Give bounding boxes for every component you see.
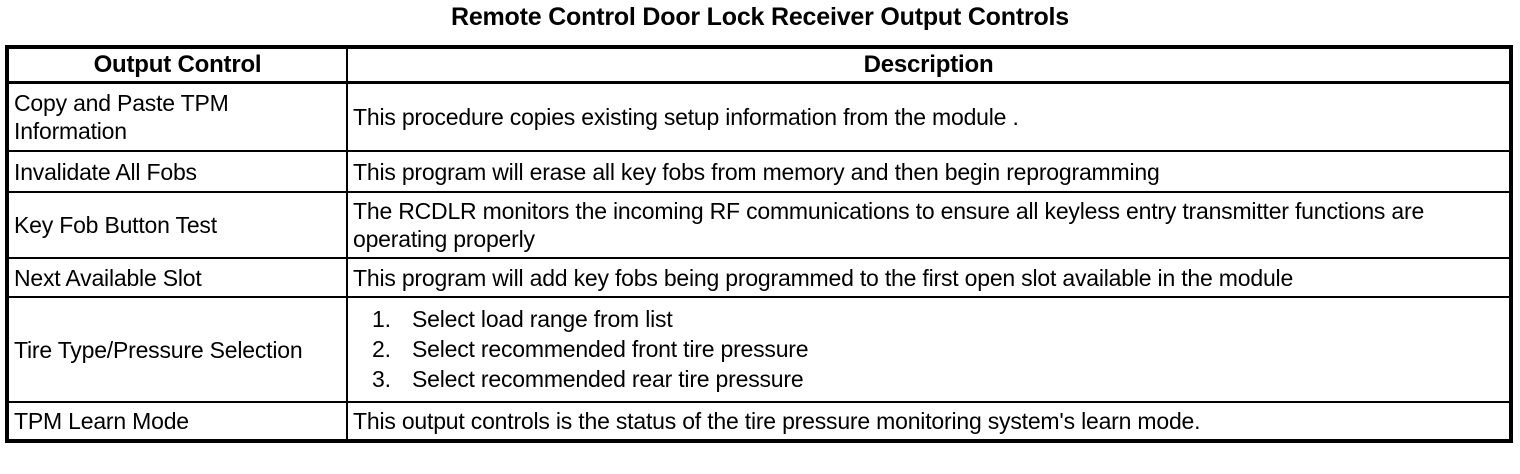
output-control-cell: TPM Learn Mode <box>6 401 348 442</box>
table-row: Tire Type/Pressure Selection 1. Select l… <box>6 296 1512 403</box>
header-row: Output Control Description <box>6 46 1512 84</box>
description-cell: 1. Select load range from list 2. Select… <box>346 296 1512 403</box>
list-number: 2. <box>372 336 391 362</box>
table-row: Key Fob Button Test The RCDLR monitors t… <box>6 191 1512 259</box>
list-text: Select recommended front tire pressure <box>412 336 809 362</box>
list-item: 3. Select recommended rear tire pressure <box>372 366 1503 393</box>
header-description: Description <box>346 46 1512 84</box>
description-cell: The RCDLR monitors the incoming RF commu… <box>346 191 1512 259</box>
output-control-cell: Key Fob Button Test <box>6 191 348 259</box>
list-number: 1. <box>372 306 391 332</box>
description-cell: This program will add key fobs being pro… <box>346 257 1512 298</box>
page-title: Remote Control Door Lock Receiver Output… <box>450 3 1070 31</box>
list-text: Select recommended rear tire pressure <box>412 366 804 392</box>
table-row: Next Available Slot This program will ad… <box>6 257 1512 298</box>
output-control-cell: Copy and Paste TPM Information <box>6 81 348 152</box>
output-controls-table: Output Control Description Copy and Past… <box>5 45 1513 443</box>
output-control-cell: Tire Type/Pressure Selection <box>6 296 348 403</box>
output-control-cell: Next Available Slot <box>6 257 348 298</box>
table-row: TPM Learn Mode This output controls is t… <box>6 401 1512 442</box>
description-cell: This output controls is the status of th… <box>346 401 1512 442</box>
list-item: 1. Select load range from list <box>372 306 1503 333</box>
description-cell: This program will erase all key fobs fro… <box>346 150 1512 193</box>
output-control-cell: Invalidate All Fobs <box>6 150 348 193</box>
description-cell: This procedure copies existing setup inf… <box>346 81 1512 152</box>
table-row: Invalidate All Fobs This program will er… <box>6 150 1512 193</box>
list-number: 3. <box>372 366 391 392</box>
table-row: Copy and Paste TPM Information This proc… <box>6 81 1512 152</box>
header-output-control: Output Control <box>6 46 348 84</box>
list-item: 2. Select recommended front tire pressur… <box>372 336 1503 363</box>
list-text: Select load range from list <box>412 306 673 332</box>
